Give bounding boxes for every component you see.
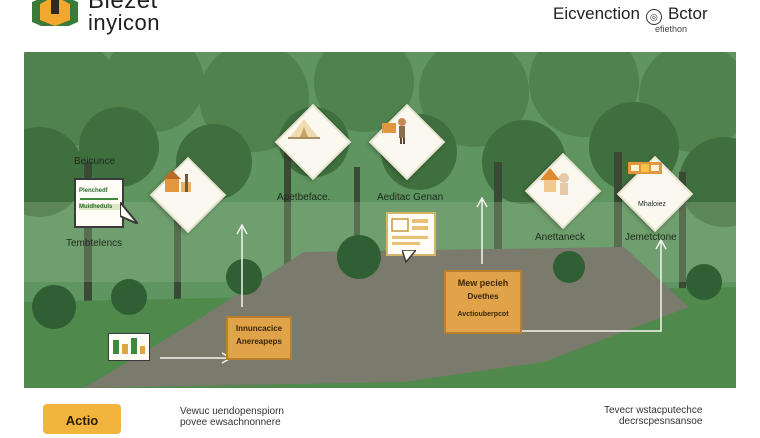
brand-line1: Biezet <box>88 0 158 14</box>
right-orange-box[interactable]: Mew pecieh Dvethes Avctiouberpcot <box>444 270 522 334</box>
chart-card[interactable] <box>108 333 150 361</box>
house-icon <box>161 168 211 218</box>
footer-right-line2: decrscpesnsansoe <box>619 416 703 427</box>
tent-icon <box>286 115 336 165</box>
footer-right-text: Tevecr wstacputechce decrscpesnsansoe <box>604 405 702 427</box>
left-note-card[interactable]: Plenchedf Muidheduls <box>74 178 124 228</box>
compass-icon: ◎ <box>645 9 662 25</box>
hexagon-logo-icon <box>32 0 78 26</box>
footer-right-line1: Tevecr wstacputechce <box>604 405 703 416</box>
center-orange-line1: Innuncacice <box>235 324 283 333</box>
left-note-divider <box>80 198 118 200</box>
label-center-right: Aeditac Genan <box>377 192 444 203</box>
header-title-b: Bctor <box>667 4 708 23</box>
footer-center-line1: Vewuc uendopenspiorn <box>180 406 284 417</box>
right-orange-line1: Mew pecieh <box>457 278 509 288</box>
center-doc-pointer <box>402 250 416 264</box>
brand-line2: inyicon <box>88 10 160 35</box>
label-center-left: Apetbeface. <box>277 192 331 203</box>
left-note-line1: Plenchedf <box>79 188 108 194</box>
center-orange-box[interactable]: Innuncacice Anereapeps <box>226 316 292 360</box>
label-right-left: Anettaneck <box>535 232 586 243</box>
coins-caption: Mhaloiez <box>638 201 667 208</box>
right-orange-line2: Dvethes <box>467 292 499 301</box>
document-icon <box>391 218 428 245</box>
chart-icon <box>113 338 145 354</box>
label-left-top: Beicunce <box>74 156 116 167</box>
label-left-bottom: Tembtelencs <box>66 238 123 249</box>
footer-center-text: Vewuc uendopenspiorn povee ewsachnonnere <box>180 406 284 428</box>
person-icon <box>380 115 430 165</box>
header-title-a: Eicvenction <box>553 4 640 23</box>
right-orange-line3: Avctiouberpcot <box>457 311 509 318</box>
left-note-line2: Muidheduls <box>79 204 122 210</box>
brand-name: Biezet inyicon <box>88 0 160 34</box>
coins-icon <box>628 160 678 210</box>
left-note-pointer <box>120 202 138 224</box>
tent-orange-icon <box>536 164 586 214</box>
footer-center-line2: povee ewsachnonnere <box>180 417 281 428</box>
label-right-right: Jemetctone <box>625 232 677 243</box>
header-title: Eicvenction ◎ Bctor <box>553 4 708 25</box>
forest-scene: Mhaloiez Plenchedf Muidheduls Innuncacic… <box>24 52 736 388</box>
action-button[interactable]: Actio <box>43 404 121 434</box>
header-tagline: efiethon <box>655 24 688 34</box>
center-orange-line2: Anereapeps <box>236 337 282 346</box>
